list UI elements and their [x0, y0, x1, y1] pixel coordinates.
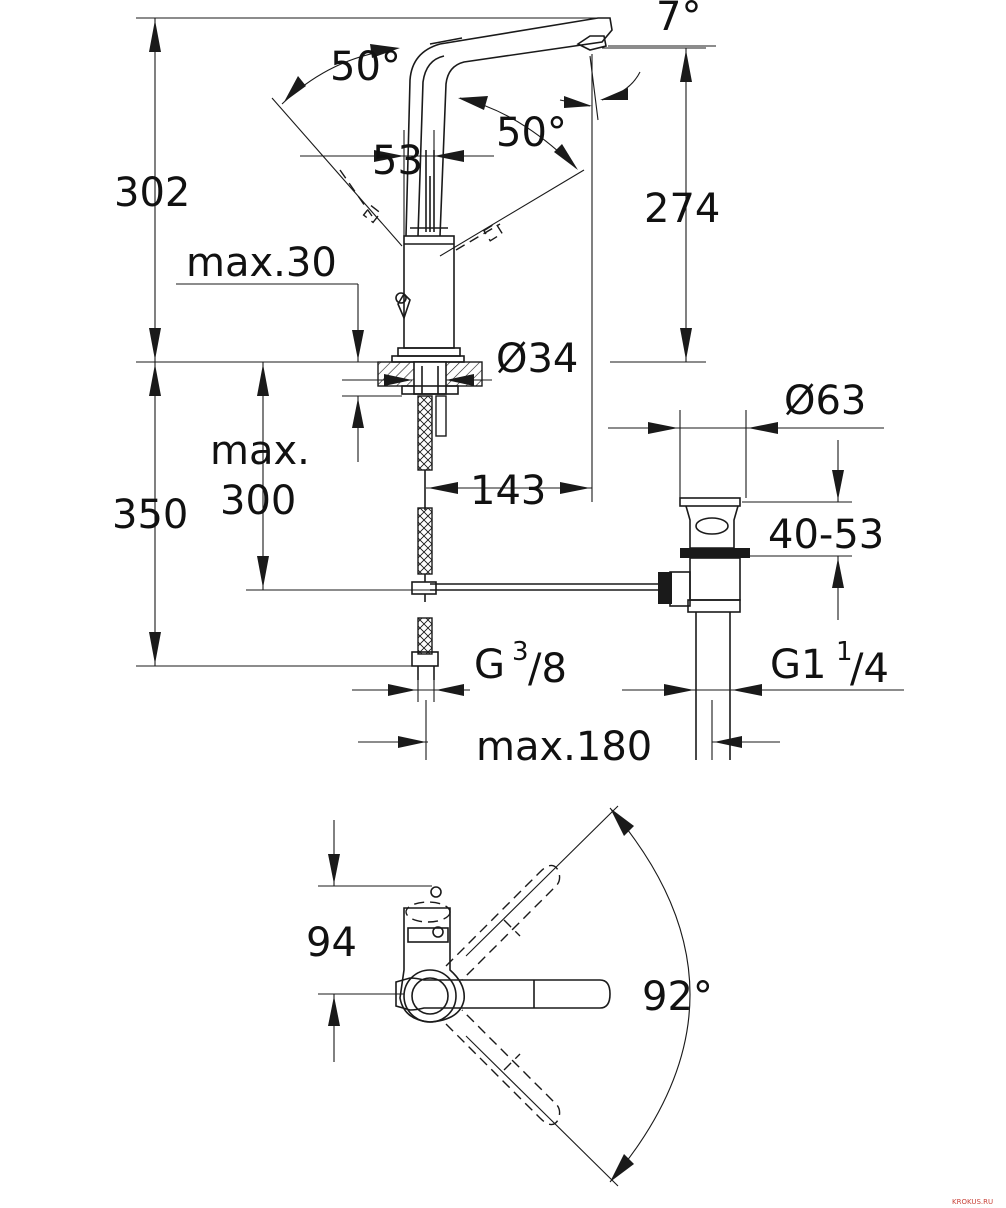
label-dim-350: 350	[112, 492, 188, 538]
label-dim-274: 274	[644, 186, 720, 232]
faucet-side-view	[377, 17, 613, 680]
label-angle-50-right: 50°	[496, 110, 567, 156]
dimension-lines	[136, 17, 904, 760]
label-dim-53: 53	[372, 138, 423, 184]
label-max-180: max.180	[476, 724, 652, 770]
label-thread-g38: G 3 /8	[474, 637, 567, 692]
label-dia-34: Ø34	[496, 336, 578, 382]
thread-g38-sup: 3	[512, 637, 529, 667]
watermark: KROKUS.RU	[952, 1198, 993, 1206]
thread-g114-sub: /4	[850, 646, 889, 692]
label-dim-302: 302	[114, 170, 190, 216]
dimension-labels: 7° 50° 50° 53 302 274 max.30 Ø34 Ø63 max…	[112, 0, 993, 1206]
label-dia-63: Ø63	[784, 378, 866, 424]
label-max-300-line1: max.	[210, 428, 310, 474]
pop-up-waste	[430, 497, 750, 760]
thread-g114-sup: 1	[836, 637, 853, 667]
label-max-300-line2: 300	[220, 478, 296, 524]
label-thread-g114: G1 1 /4	[770, 637, 889, 692]
label-dim-94: 94	[306, 920, 357, 966]
thread-g114-main: G1	[770, 642, 826, 688]
faucet-top-view	[318, 805, 691, 1187]
label-dim-143: 143	[470, 468, 546, 514]
thread-g38-sub: /8	[528, 646, 567, 692]
label-angle-50-left: 50°	[330, 44, 401, 90]
label-angle-92: 92°	[642, 974, 713, 1020]
label-max-30: max.30	[186, 240, 337, 286]
label-angle-7: 7°	[656, 0, 701, 40]
thread-g38-main: G	[474, 642, 505, 688]
label-dim-40-53: 40-53	[768, 512, 884, 558]
